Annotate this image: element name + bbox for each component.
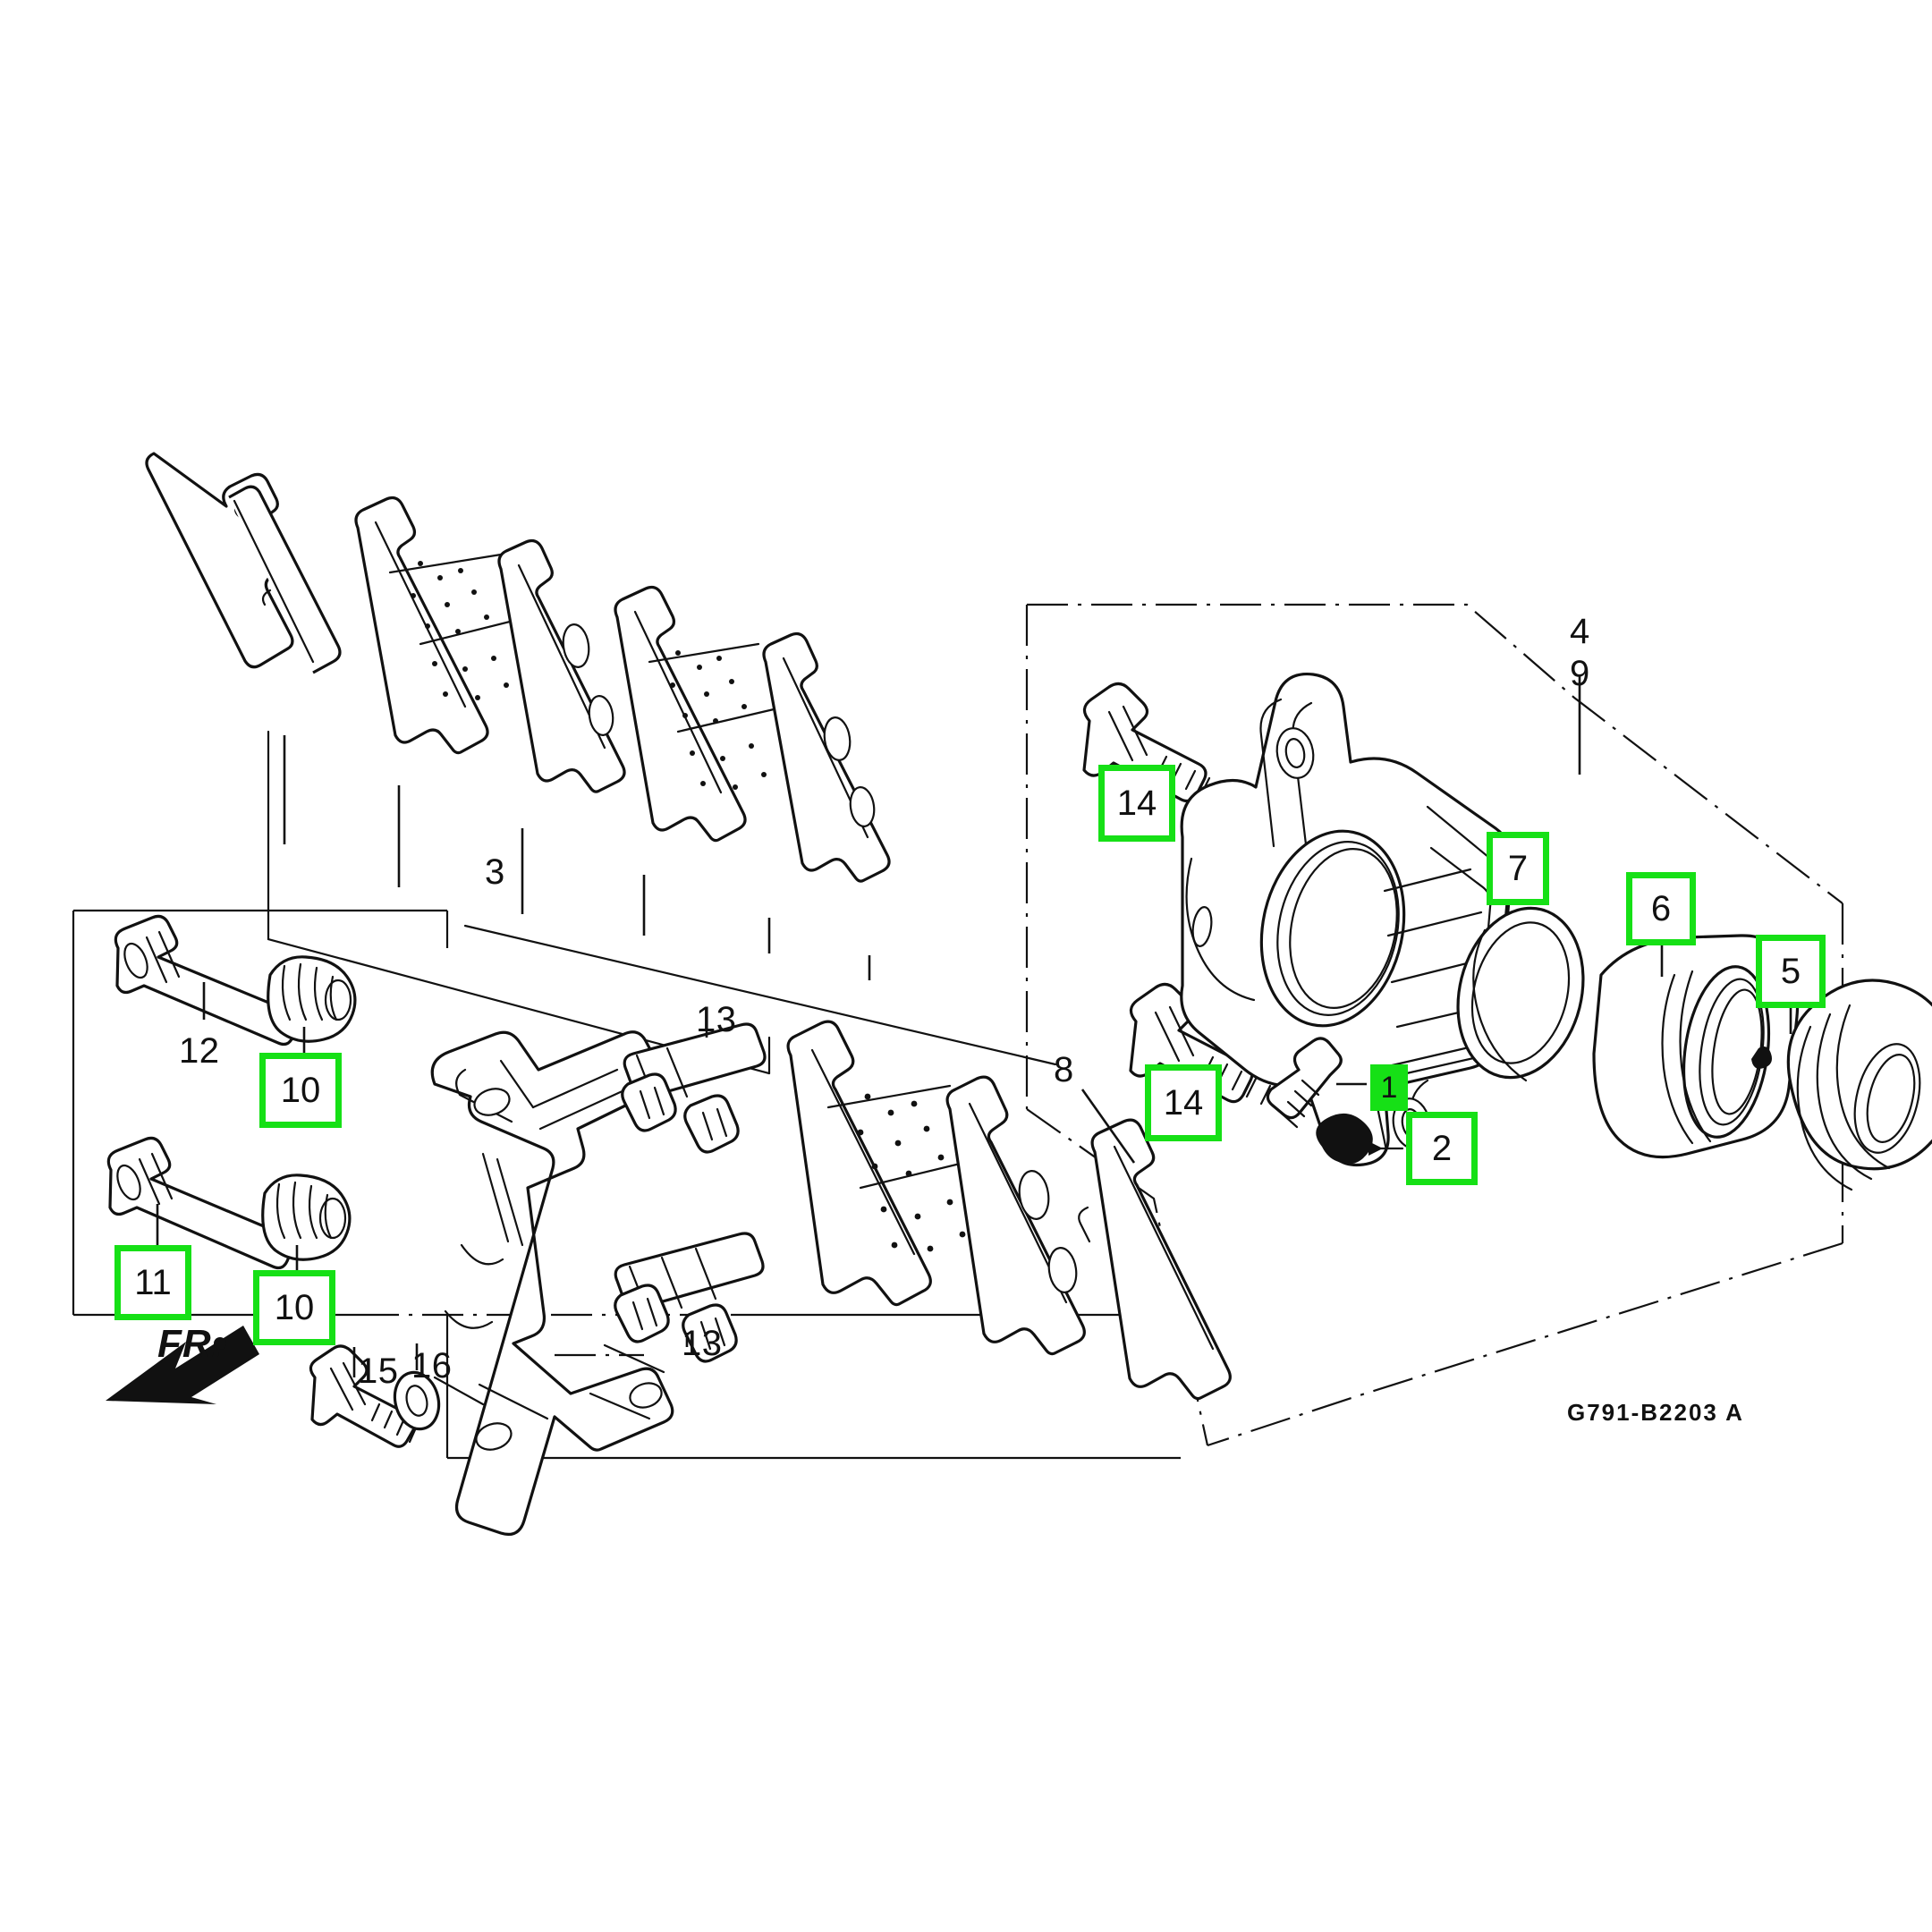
highlight-callout-1[interactable]: 1: [1370, 1064, 1408, 1111]
drawing-code: G791-B2203 A: [1567, 1399, 1744, 1426]
highlight-callout-5[interactable]: 5: [1756, 935, 1826, 1008]
piston-dust-boot: [1786, 977, 1932, 1191]
caliper-bracket: [430, 1030, 674, 1536]
callout-13-upper: 13: [696, 1000, 737, 1039]
highlight-callout-10-upper[interactable]: 10: [259, 1053, 342, 1128]
callout-8: 8: [1054, 1050, 1074, 1089]
highlight-callout-11[interactable]: 11: [114, 1245, 191, 1320]
callout-4: 4: [1570, 612, 1590, 651]
callout-16: 16: [411, 1346, 453, 1385]
highlight-callout-7[interactable]: 7: [1487, 832, 1549, 905]
highlight-callout-2[interactable]: 2: [1406, 1112, 1478, 1185]
callout-3: 3: [485, 852, 505, 892]
group-boundary-bracket: [445, 1313, 1181, 1460]
callout-9: 9: [1570, 654, 1590, 693]
highlight-callout-14-lower[interactable]: 14: [1145, 1064, 1222, 1141]
brake-pad-row-lower: [786, 1020, 1232, 1401]
highlight-callout-6[interactable]: 6: [1626, 872, 1696, 945]
caliper-piston: [1592, 911, 1800, 1159]
pad-retainer-lower: [614, 1232, 765, 1363]
caliper-body: [1180, 672, 1514, 1167]
bleeder-screw: [1266, 1037, 1367, 1129]
front-direction-label: FR.: [157, 1322, 224, 1366]
brake-pad-row-upper: [145, 452, 891, 980]
callout-12: 12: [179, 1031, 220, 1071]
bleeder-cap: [1316, 1113, 1404, 1165]
guide-pin-boot-lower: [261, 1174, 352, 1272]
callout-13-lower: 13: [682, 1324, 723, 1363]
bracket-washer: [393, 1343, 441, 1431]
guide-pin-boot-upper: [267, 955, 357, 1055]
highlight-callout-14-upper[interactable]: 14: [1098, 765, 1175, 842]
piston-seal: [1456, 841, 1585, 1082]
front-direction-arrow: [106, 1326, 259, 1404]
callout-15: 15: [358, 1352, 399, 1391]
pad-retainer-upper: [621, 1014, 767, 1154]
highlight-callout-10-lower[interactable]: 10: [253, 1270, 335, 1345]
